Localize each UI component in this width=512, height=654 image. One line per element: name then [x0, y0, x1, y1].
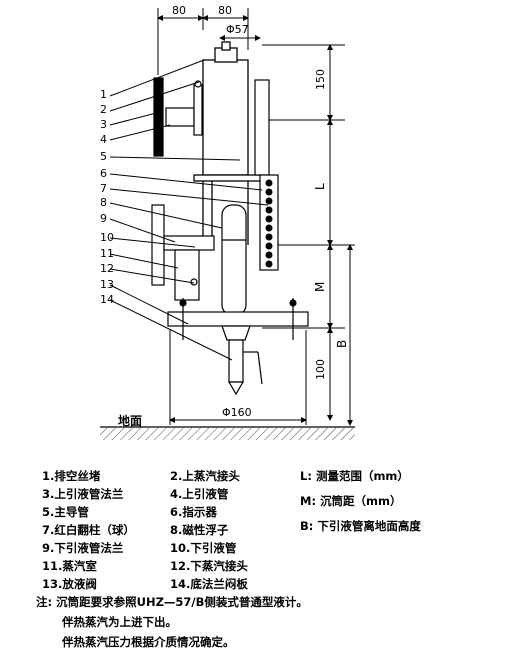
- part-4: 4.上引液管: [170, 487, 229, 501]
- note-2: 伴热蒸汽为上进下出。: [62, 615, 177, 629]
- level-gauge-diagram: 80 80 Φ57 150 L M B 100 地面 Φ160: [100, 4, 355, 440]
- callout-8: 8: [100, 196, 107, 209]
- dim-diameter-160: Φ160: [222, 406, 252, 419]
- top-dimensions: [157, 8, 261, 75]
- magnetic-float: [221, 204, 247, 316]
- symbol-L: L: 测量范围（mm）: [300, 469, 409, 483]
- note-1: 注: 沉筒距要求参照UHZ—57/B侧装式普通型液计。: [36, 595, 308, 609]
- part-2: 2.上蒸汽接头: [170, 469, 240, 483]
- right-dimensions: [262, 44, 355, 426]
- ground-label: 地面: [118, 413, 142, 428]
- dim-B: B: [335, 340, 349, 348]
- part-11: 11.蒸汽室: [42, 559, 97, 573]
- callout-14: 14: [100, 293, 114, 306]
- part-10: 10.下引液管: [170, 541, 237, 555]
- dim-80-right: 80: [218, 4, 232, 17]
- callout-7: 7: [100, 182, 107, 195]
- dim-M: M: [313, 282, 327, 292]
- symbol-M: M: 沉筒距（mm）: [300, 494, 402, 508]
- callout-13: 13: [100, 278, 114, 291]
- callout-leaders: [109, 59, 269, 361]
- indicator-balls: [265, 179, 273, 268]
- part-1: 1.排空丝堵: [42, 469, 101, 483]
- callout-4: 4: [100, 133, 107, 146]
- part-12: 12.下蒸汽接头: [170, 559, 248, 573]
- part-5: 5.主导管: [42, 505, 89, 519]
- dim-100: 100: [314, 359, 327, 380]
- dim-diameter-57: Φ57: [226, 23, 249, 36]
- ground-hatch: [100, 428, 355, 440]
- callout-5: 5: [100, 150, 107, 163]
- part-14: 14.底法兰闷板: [170, 577, 248, 591]
- callout-3: 3: [100, 118, 107, 131]
- main-tube: [193, 41, 265, 245]
- lower-flange: [151, 204, 215, 301]
- part-13: 13.放液阀: [42, 577, 97, 591]
- callout-2: 2: [100, 103, 107, 116]
- indicator: [254, 79, 279, 271]
- bottom-dimension: [169, 330, 307, 425]
- dim-80-left: 80: [172, 4, 186, 17]
- part-6: 6.指示器: [170, 505, 217, 519]
- callout-11: 11: [100, 247, 114, 260]
- callout-9: 9: [100, 212, 107, 225]
- dim-L: L: [313, 183, 327, 190]
- part-7: 7.红白翻柱（球）: [42, 523, 135, 537]
- dim-150: 150: [314, 69, 327, 90]
- part-8: 8.磁性浮子: [170, 523, 229, 537]
- symbol-B: B: 下引液管离地面高度: [300, 519, 421, 533]
- callout-1: 1: [100, 88, 107, 101]
- part-3: 3.上引液管法兰: [42, 487, 124, 501]
- upper-flange: [153, 77, 203, 157]
- base-flange: [167, 298, 309, 396]
- part-9: 9.下引液管法兰: [42, 541, 124, 555]
- callout-12: 12: [100, 262, 114, 275]
- note-3: 伴热蒸汽压力根据介质情况确定。: [62, 635, 235, 649]
- callout-6: 6: [100, 167, 107, 180]
- callout-10: 10: [100, 231, 114, 244]
